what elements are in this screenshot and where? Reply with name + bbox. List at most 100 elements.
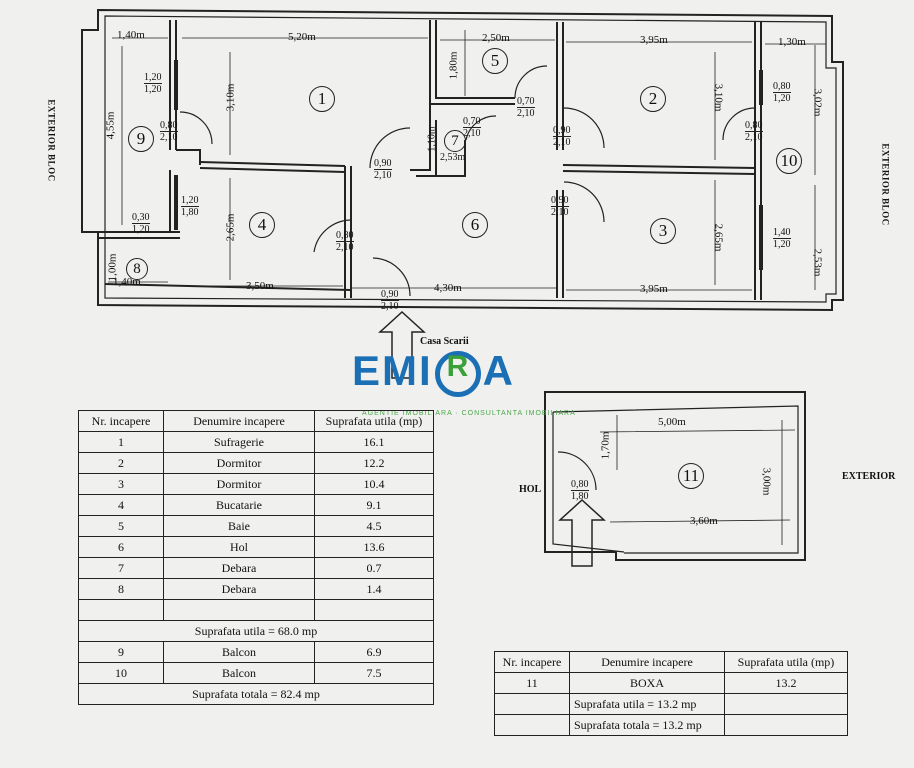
table-totala-summary: Suprafata totala = 82.4 mp xyxy=(78,683,434,705)
table-cell-area: 16.1 xyxy=(314,431,434,453)
table2-totala-summary: Suprafata totala = 13.2 mp xyxy=(569,714,725,736)
table-cell-name: Balcon xyxy=(163,662,315,684)
table-cell-nr: 11 xyxy=(494,672,570,694)
table2-header-nr: Nr. incapere xyxy=(494,651,570,673)
table-cell-name: Sufragerie xyxy=(163,431,315,453)
room-number-6: 6 xyxy=(462,212,488,238)
room-number-1: 1 xyxy=(309,86,335,112)
table-cell-nr: 7 xyxy=(78,557,164,579)
table2-utila-summary: Suprafata utila = 13.2 mp xyxy=(569,693,725,715)
table-utila-summary: Suprafata utila = 68.0 mp xyxy=(78,620,434,642)
table-summary-row: Suprafata utila = 13.2 mp xyxy=(494,693,848,715)
table-cell-empty xyxy=(494,714,570,736)
table-cell-name: Debara xyxy=(163,578,315,600)
table-cell-nr: 8 xyxy=(78,578,164,600)
dim-room5-width: 2,50m xyxy=(482,32,510,44)
dim-room5-height: 1,80m xyxy=(447,51,460,80)
table-cell-empty xyxy=(724,714,848,736)
table-cell-empty xyxy=(314,599,434,621)
dim-room2-height: 3,10m xyxy=(712,83,725,112)
dim-room8-width: 1,40m xyxy=(113,276,141,288)
box-outline xyxy=(544,391,806,561)
dim-box-width-top: 5,00m xyxy=(658,416,686,428)
dim-room4-width: 3,50m xyxy=(246,280,274,292)
table-cell-name: Balcon xyxy=(163,641,315,663)
dim-room4-height: 2,65m xyxy=(224,213,237,242)
agency-tagline: AGENTIE IMOBILIARA · CONSULTANTA IMOBILI… xyxy=(362,410,576,417)
table-summary-row: Suprafata totala = 82.4 mp xyxy=(78,683,434,705)
table-cell-name: Dormitor xyxy=(163,473,315,495)
table-cell-name: Baie xyxy=(163,515,315,537)
table-cell-name: Dormitor xyxy=(163,452,315,474)
table-cell-empty xyxy=(494,693,570,715)
dim-room3-width: 3,95m xyxy=(640,283,668,295)
table2-header-area: Suprafata utila (mp) xyxy=(724,651,848,673)
dim-hol-width: 4,30m xyxy=(434,282,462,294)
dim-room8-height: 1,00m xyxy=(106,253,119,282)
table-cell-nr: 10 xyxy=(78,662,164,684)
room-number-10: 10 xyxy=(776,148,802,174)
dim-room2-width: 3,95m xyxy=(640,34,668,46)
table-cell-empty xyxy=(78,599,164,621)
room-number-2: 2 xyxy=(640,86,666,112)
label-exterior-bloc-left: EXTERIOR BLOC xyxy=(46,99,57,182)
table-cell-name: Bucatarie xyxy=(163,494,315,516)
logo-ring-icon: R xyxy=(434,350,481,397)
table-cell-nr: 3 xyxy=(78,473,164,495)
box-table: Nr. incapere Denumire incapere Suprafata… xyxy=(494,651,848,736)
table-cell-nr: 4 xyxy=(78,494,164,516)
table-cell-empty xyxy=(724,693,848,715)
apartment-outline xyxy=(81,8,844,312)
table-cell-area: 13.6 xyxy=(314,536,434,558)
table-cell-nr: 1 xyxy=(78,431,164,453)
room-number-5: 5 xyxy=(482,48,508,74)
room-number-7: 7 xyxy=(444,130,466,152)
room-number-9: 9 xyxy=(128,126,154,152)
dim-room3-height: 2,65m xyxy=(712,223,725,252)
table2-header-name: Denumire incapere xyxy=(569,651,725,673)
table-cell-nr: 6 xyxy=(78,536,164,558)
dim-balcon9-height: 4,55m xyxy=(104,111,117,140)
dim-box-width-bottom: 3,60m xyxy=(690,515,718,527)
table1-header-name: Denumire incapere xyxy=(163,410,315,432)
table1-header-area: Suprafata utila (mp) xyxy=(314,410,434,432)
label-casa-scarii: Casa Scarii xyxy=(420,336,469,347)
table-cell-nr: 9 xyxy=(78,641,164,663)
dim-room7-width: 2,53m xyxy=(440,152,466,163)
table-cell-empty xyxy=(163,599,315,621)
table-cell-nr: 5 xyxy=(78,515,164,537)
entry-arrow-icon xyxy=(378,310,426,379)
box-entry-arrow-icon xyxy=(558,498,606,567)
table-cell-name: Debara xyxy=(163,557,315,579)
table-row-empty xyxy=(78,599,434,621)
dim-box-height-left: 1,70m xyxy=(599,431,612,460)
table1-header-nr: Nr. incapere xyxy=(78,410,164,432)
table-cell-name: Hol xyxy=(163,536,315,558)
table-cell-area: 0.7 xyxy=(314,557,434,579)
dim-balcon10-width: 1,30m xyxy=(778,36,806,48)
dim-room1-width: 5,20m xyxy=(288,31,316,43)
room-number-4: 4 xyxy=(249,212,275,238)
dim-room1-height: 3,10m xyxy=(224,83,237,112)
